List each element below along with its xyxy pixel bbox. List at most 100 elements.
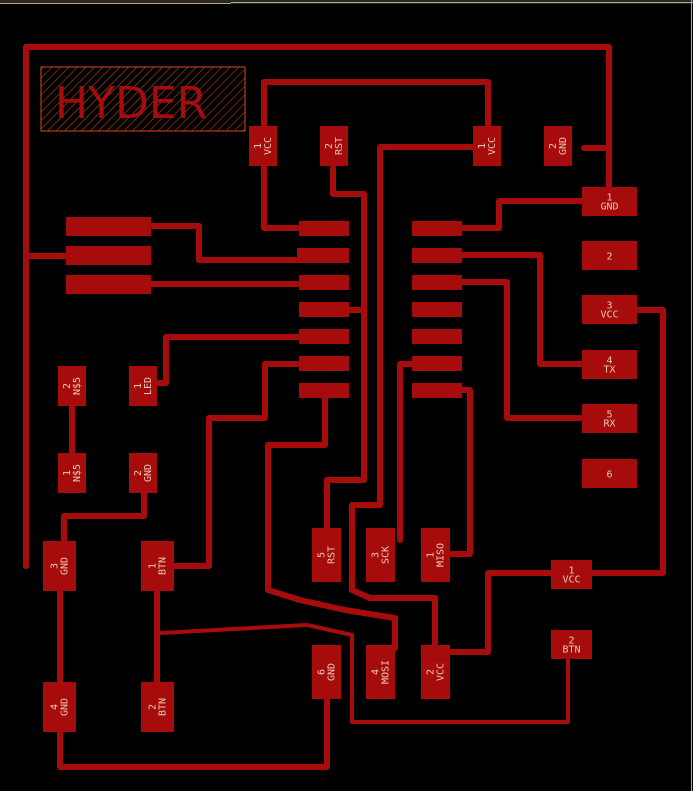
- pad-n5-1-label: 1N$5: [62, 464, 83, 482]
- ic-pad[interactable]: [299, 275, 349, 290]
- pad-gnd-2[interactable]: [129, 453, 157, 493]
- pad-isp-sck-label: 3SCK: [371, 546, 392, 564]
- ic-pad[interactable]: [297, 248, 349, 263]
- pad-button-gnd-4[interactable]: [43, 682, 76, 732]
- pad-n5-2-label: 2N$5: [62, 377, 83, 395]
- ic-pad[interactable]: [299, 383, 349, 398]
- pad-top-vcc-right[interactable]: [473, 126, 501, 166]
- pad-top-gnd[interactable]: [544, 126, 572, 166]
- pad-isp-rst-label: 5RST: [317, 546, 338, 564]
- ic-pad[interactable]: [412, 383, 462, 398]
- pad-isp-gnd-label: 6GND: [317, 663, 338, 681]
- pad-led[interactable]: [129, 366, 157, 406]
- pad-ftdi-4[interactable]: [582, 350, 637, 379]
- window-right-edge: [691, 0, 692, 791]
- pad-top-rst-label: 2RST: [324, 137, 345, 155]
- trace-vcc-top: [261, 79, 491, 151]
- resonator-pad[interactable]: [66, 246, 151, 265]
- pad-right-vcc[interactable]: [551, 560, 592, 589]
- pad-button-gnd-4-label: 4GND: [50, 698, 71, 716]
- trace-pin1: [147, 223, 303, 263]
- trace-btn-right: [158, 623, 570, 724]
- pad-right-btn[interactable]: [551, 630, 592, 659]
- trace-vcc-right: [447, 570, 554, 655]
- pad-button-gnd-3-label: 3GND: [50, 557, 71, 575]
- pad-button-btn-1[interactable]: [141, 541, 174, 591]
- pad-isp-rst[interactable]: [312, 528, 341, 582]
- trace-vcc-ftdi: [589, 307, 666, 576]
- board-title: HYDER: [55, 78, 207, 129]
- trace-led: [156, 334, 303, 386]
- trace-miso: [445, 387, 473, 557]
- pad-top-gnd-label: 2GND: [548, 137, 569, 155]
- pad-top-vcc-left-label: 1VCC: [253, 137, 274, 155]
- ic-pad[interactable]: [412, 302, 462, 317]
- trace-gnd-bottom: [57, 697, 330, 770]
- trace-rst: [324, 165, 367, 533]
- ic-pad[interactable]: [299, 221, 349, 236]
- pad-n5-2[interactable]: [58, 366, 86, 406]
- pad-ftdi-6[interactable]: [582, 459, 637, 488]
- title-block: HYDER: [40, 66, 246, 132]
- title-hatch-box: [40, 66, 246, 132]
- pad-top-vcc-left[interactable]: [249, 126, 277, 166]
- ic-pad[interactable]: [299, 329, 349, 344]
- trace-sck: [397, 361, 415, 543]
- trace-rx: [458, 279, 586, 421]
- trace-gnd-outer: [23, 44, 612, 569]
- trace-ic-to-mosi: [265, 394, 398, 651]
- trace-gnd-ftdi: [458, 198, 586, 231]
- pad-button-btn-2-label: 2BTN: [148, 698, 169, 716]
- pad-isp-mosi[interactable]: [366, 645, 395, 699]
- pad-isp-miso-label: 1MISO: [426, 543, 447, 567]
- edge-line: [0, 3, 231, 4]
- resonator-pad[interactable]: [66, 275, 151, 294]
- pad-isp-gnd[interactable]: [312, 645, 341, 699]
- ic-pad[interactable]: [412, 248, 462, 263]
- resonator-pads: [66, 217, 151, 294]
- trace-gnd2: [61, 490, 147, 544]
- pad-isp-miso[interactable]: [421, 528, 450, 582]
- pad-n5-1[interactable]: [58, 453, 86, 493]
- pad-button-btn-2[interactable]: [141, 682, 174, 732]
- trace-vcc-isp: [349, 144, 479, 651]
- traces: [23, 44, 666, 770]
- pad-top-vcc-right-label: 1VCC: [477, 137, 498, 155]
- pad-ftdi-2[interactable]: [582, 241, 637, 270]
- pad-ftdi-6-label: 6: [606, 470, 612, 481]
- pad-ftdi-5[interactable]: [582, 404, 637, 433]
- pad-button-gnd-3[interactable]: [43, 541, 76, 591]
- pad-led-label: 1LED: [133, 377, 154, 395]
- ic-pad[interactable]: [299, 302, 349, 317]
- pad-top-rst[interactable]: [320, 126, 348, 166]
- ic-right-pads: [412, 221, 462, 398]
- trace-tx: [458, 252, 586, 367]
- pad-ftdi-1[interactable]: [582, 187, 637, 216]
- window-top-edge: [0, 0, 693, 4]
- pad-ftdi-2-label: 2: [606, 252, 612, 263]
- ic-pad[interactable]: [299, 356, 349, 371]
- pad-button-btn-1-label: 1BTN: [148, 557, 169, 575]
- ic-pad[interactable]: [412, 275, 462, 290]
- ic-pad[interactable]: [412, 329, 462, 344]
- pad-isp-sck[interactable]: [366, 528, 395, 582]
- pad-ftdi-3[interactable]: [582, 295, 637, 324]
- ic-left-pads: [297, 221, 349, 398]
- edge-line: [461, 2, 693, 3]
- ic-pad[interactable]: [412, 356, 462, 371]
- ic-pad[interactable]: [412, 221, 462, 236]
- pad-isp-vcc[interactable]: [421, 645, 450, 699]
- trace-vcc-to-ic: [261, 157, 303, 231]
- resonator-pad[interactable]: [66, 217, 151, 236]
- pad-isp-vcc-label: 2VCC: [426, 663, 447, 681]
- edge-line: [231, 2, 461, 3]
